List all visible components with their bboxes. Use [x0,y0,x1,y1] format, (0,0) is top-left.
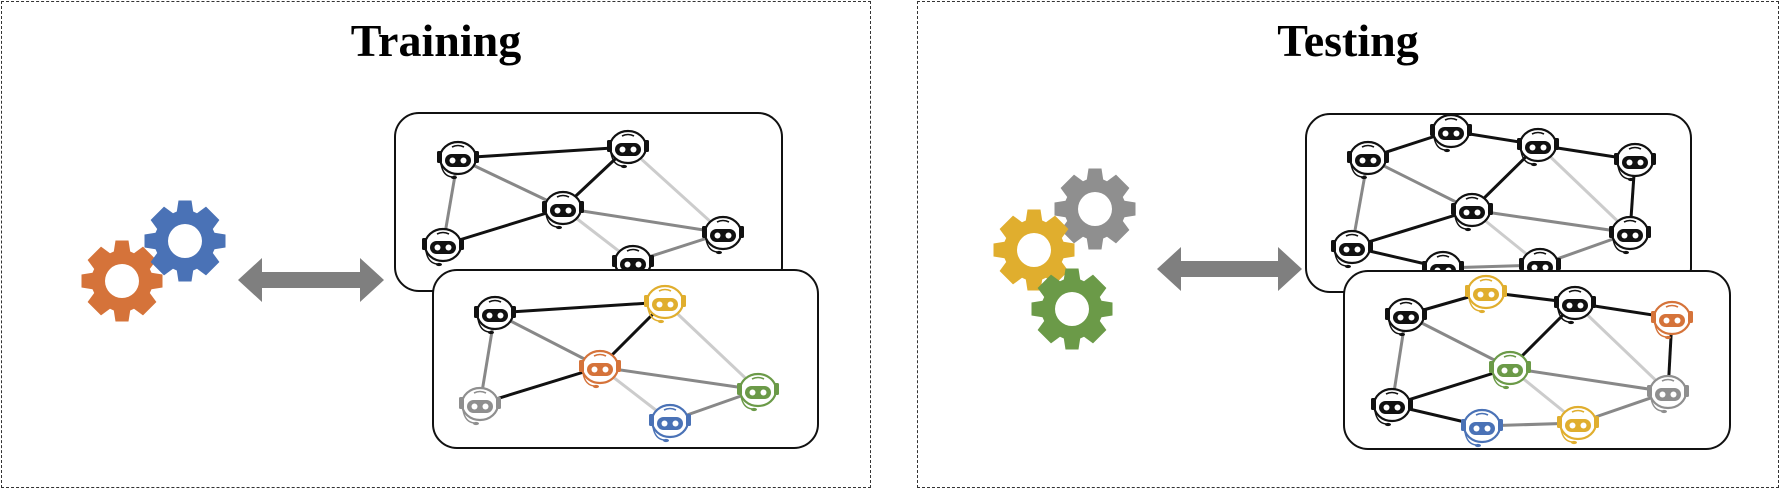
testing-front-graph [1343,270,1731,450]
testing-panel: Testing [917,1,1779,488]
training-panel: Training [1,1,871,488]
double-arrow-icon [238,258,384,302]
training-back-graph [394,112,783,292]
testing-back-graph [1305,113,1692,293]
gear-icon-blue [144,200,226,282]
training-title: Training [350,15,522,66]
double-arrow-icon [1157,247,1302,291]
training-front-graph [432,269,819,449]
gear-icon-yellow [993,209,1075,291]
gear-icon-gray [1054,168,1136,250]
gear-icon-orange [81,240,163,322]
gear-icon-green [1031,268,1113,350]
testing-title: Testing [1277,15,1419,66]
